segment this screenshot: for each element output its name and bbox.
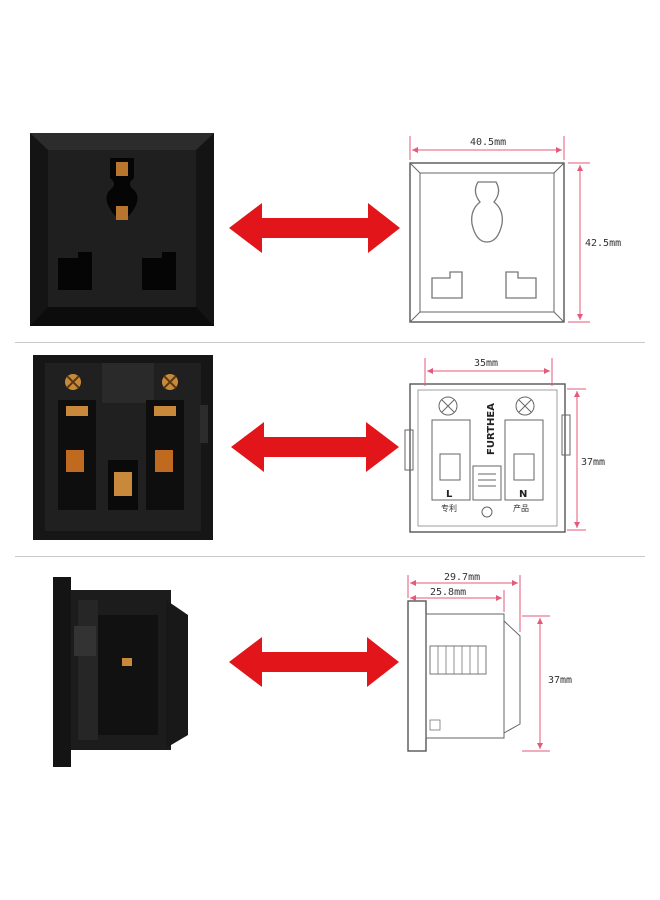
terminal-l-label: L bbox=[446, 489, 453, 500]
side-inner-width-label: 25.8mm bbox=[430, 587, 466, 598]
back-width-label: 35mm bbox=[474, 358, 498, 369]
socket-side-drawing: 29.7mm 25.8mm 37mm bbox=[407, 572, 572, 752]
brand-text: FURTHEA bbox=[486, 403, 497, 455]
socket-front-photo bbox=[30, 133, 214, 326]
double-arrow-2 bbox=[231, 422, 399, 472]
right-caption: 产品 bbox=[513, 503, 529, 513]
side-height-label: 37mm bbox=[548, 675, 572, 686]
terminal-n-label: N bbox=[519, 489, 527, 500]
front-width-label: 40.5mm bbox=[470, 137, 506, 148]
row-divider-2 bbox=[15, 556, 645, 557]
row-divider-1 bbox=[15, 342, 645, 343]
back-height-label: 37mm bbox=[581, 457, 605, 468]
socket-side-photo bbox=[53, 577, 188, 767]
double-arrow-1 bbox=[229, 203, 400, 253]
socket-back-drawing: FURTHEA L N 专利 产品 35mm 37mm bbox=[404, 358, 605, 533]
front-height-label: 42.5mm bbox=[585, 238, 621, 249]
socket-front-drawing: 40.5mm 42.5mm bbox=[409, 136, 621, 323]
left-caption: 专利 bbox=[441, 503, 457, 513]
socket-back-photo bbox=[33, 355, 213, 540]
double-arrow-3 bbox=[229, 637, 399, 687]
side-outer-width-label: 29.7mm bbox=[444, 572, 480, 583]
